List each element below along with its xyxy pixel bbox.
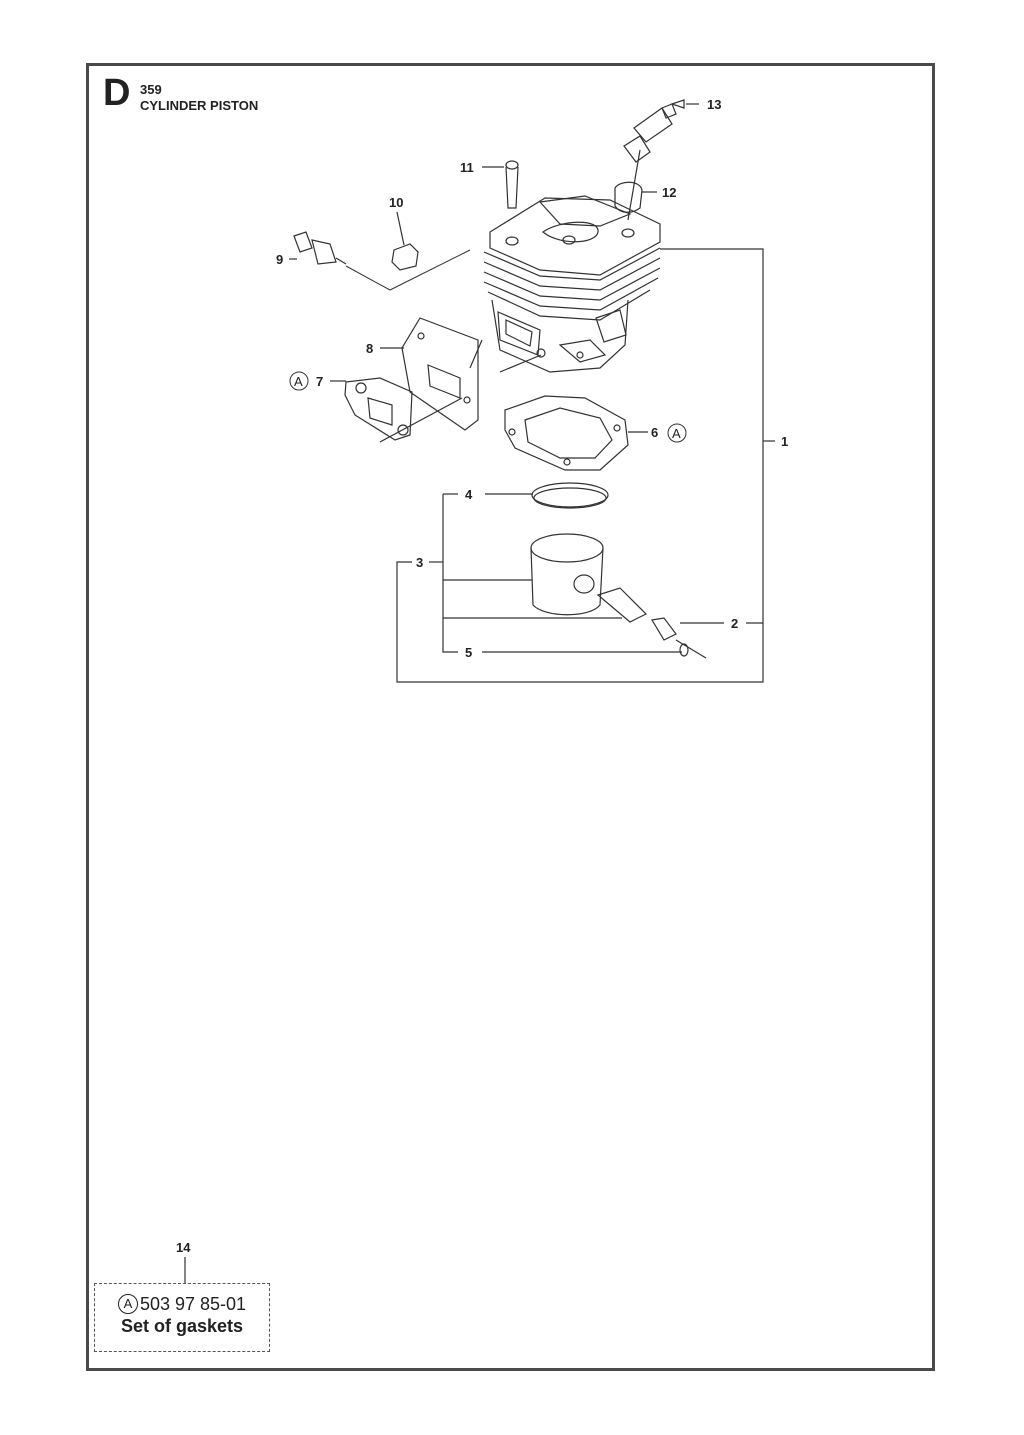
circlip-drawing bbox=[679, 643, 689, 657]
page-title: CYLINDER PISTON bbox=[140, 98, 259, 113]
callout-10: 10 bbox=[389, 195, 403, 210]
valve-drawing bbox=[293, 231, 347, 265]
cylinder-drawing bbox=[483, 195, 661, 373]
spark-plug-drawing bbox=[623, 99, 685, 221]
callout-7: 7 bbox=[316, 374, 323, 389]
kit-callout: 14 bbox=[176, 1240, 191, 1255]
callout-11: 11 bbox=[460, 160, 474, 175]
wrist-pin-drawing bbox=[596, 587, 648, 623]
piston-ring-drawing bbox=[531, 482, 609, 508]
gasket-7-drawing bbox=[344, 377, 413, 441]
callout-9: 9 bbox=[276, 252, 283, 267]
page-frame bbox=[86, 63, 935, 1371]
plate-drawing bbox=[401, 317, 479, 431]
callout-3: 3 bbox=[416, 555, 423, 570]
nut-drawing bbox=[391, 243, 419, 271]
kit-marker-7: A bbox=[289, 371, 309, 391]
needle-bearing-drawing bbox=[651, 617, 677, 641]
kit-marker-circle: A bbox=[117, 1294, 138, 1314]
plug-cap-drawing bbox=[614, 181, 643, 213]
screw-drawing bbox=[505, 160, 519, 209]
callout-2: 2 bbox=[731, 616, 738, 631]
callout-6: 6 bbox=[651, 425, 658, 440]
callout-1: 1 bbox=[781, 434, 788, 449]
callout-13: 13 bbox=[707, 97, 721, 112]
section-letter: D bbox=[103, 72, 131, 114]
callout-12: 12 bbox=[662, 185, 676, 200]
svg-text:A: A bbox=[294, 374, 303, 389]
kit-description: Set of gaskets bbox=[120, 1316, 244, 1336]
piston-drawing bbox=[530, 533, 604, 616]
kit-part-number: 503 97 85-01 bbox=[139, 1294, 247, 1314]
callout-8: 8 bbox=[366, 341, 373, 356]
callout-4: 4 bbox=[465, 487, 473, 502]
gasket-6-drawing bbox=[504, 395, 629, 471]
callout-5: 5 bbox=[465, 645, 472, 660]
kit-marker-6: A bbox=[667, 423, 687, 443]
svg-text:A: A bbox=[672, 426, 681, 441]
model-number: 359 bbox=[140, 82, 162, 97]
